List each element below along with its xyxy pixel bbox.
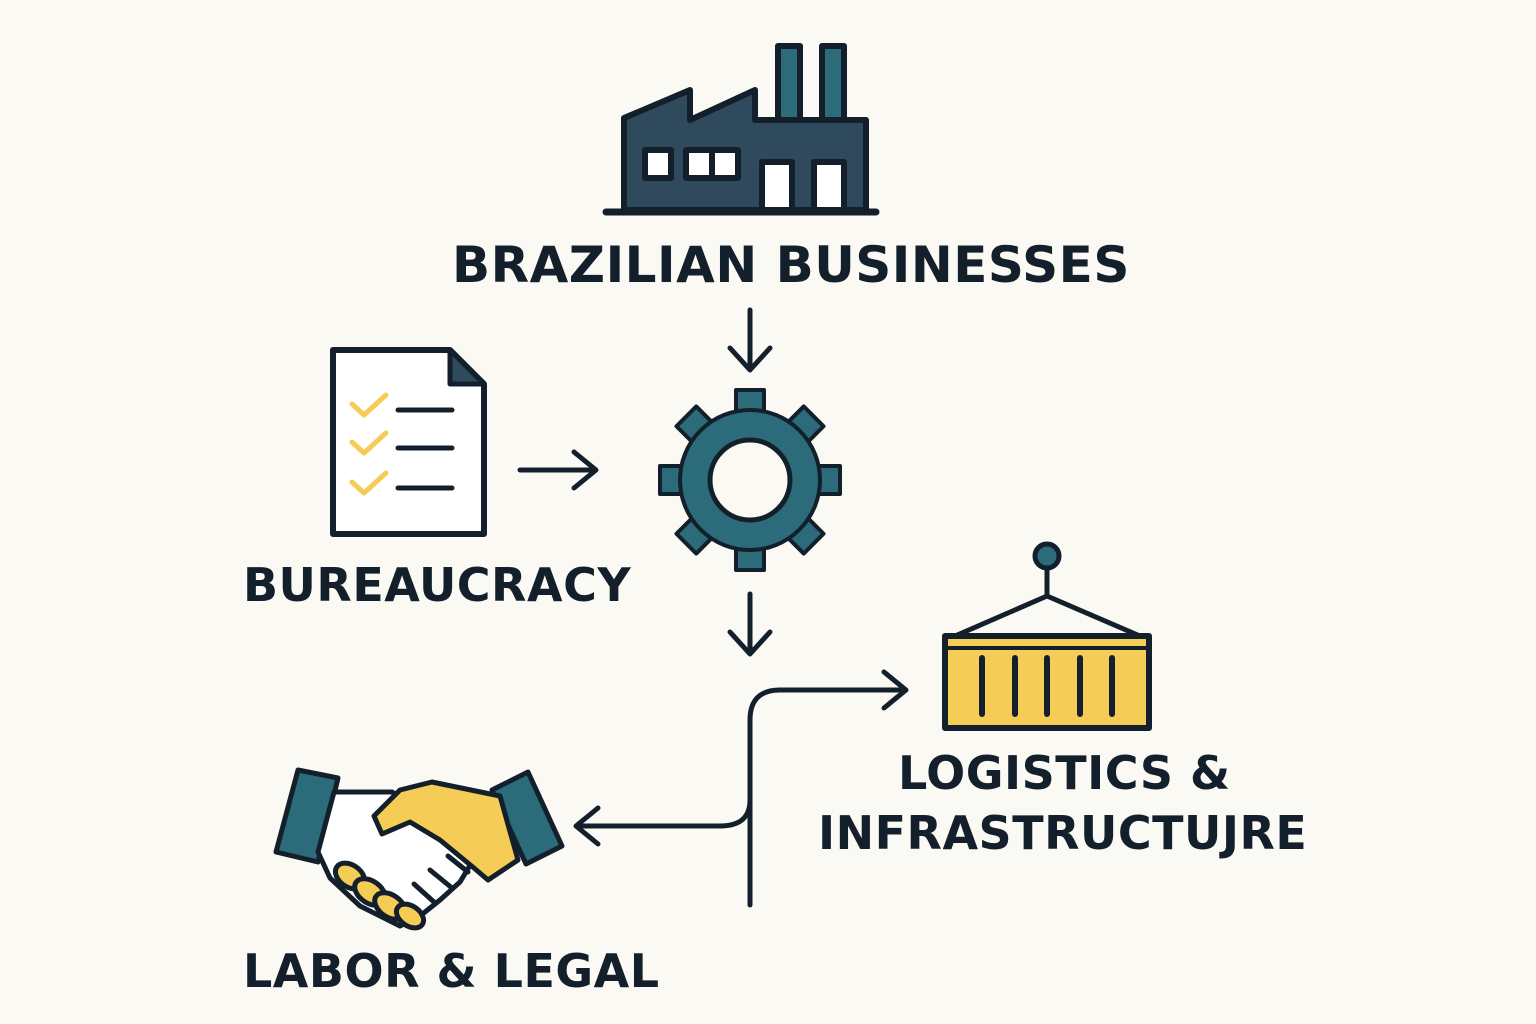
arrow-businesses-to-gear <box>727 307 773 373</box>
gear-icon <box>658 388 842 572</box>
factory-icon <box>602 43 880 216</box>
logistics-label-line1: LOGISTICS & <box>898 746 1231 800</box>
checklist-document-icon <box>330 347 487 537</box>
arrow-gear-down <box>727 591 773 657</box>
branch-connector <box>573 669 909 908</box>
businesses-label: BRAZILIAN BUSINESSES <box>452 236 1130 294</box>
shipping-container-icon <box>942 541 1152 731</box>
labor-legal-label: LABOR & LEGAL <box>243 944 660 998</box>
handshake-icon <box>273 767 565 931</box>
arrow-bureaucracy-to-gear <box>517 449 599 491</box>
bureaucracy-label: BUREAUCRACY <box>243 558 632 612</box>
logistics-label-line2: INFRASTRUCTUJRE <box>818 806 1308 860</box>
